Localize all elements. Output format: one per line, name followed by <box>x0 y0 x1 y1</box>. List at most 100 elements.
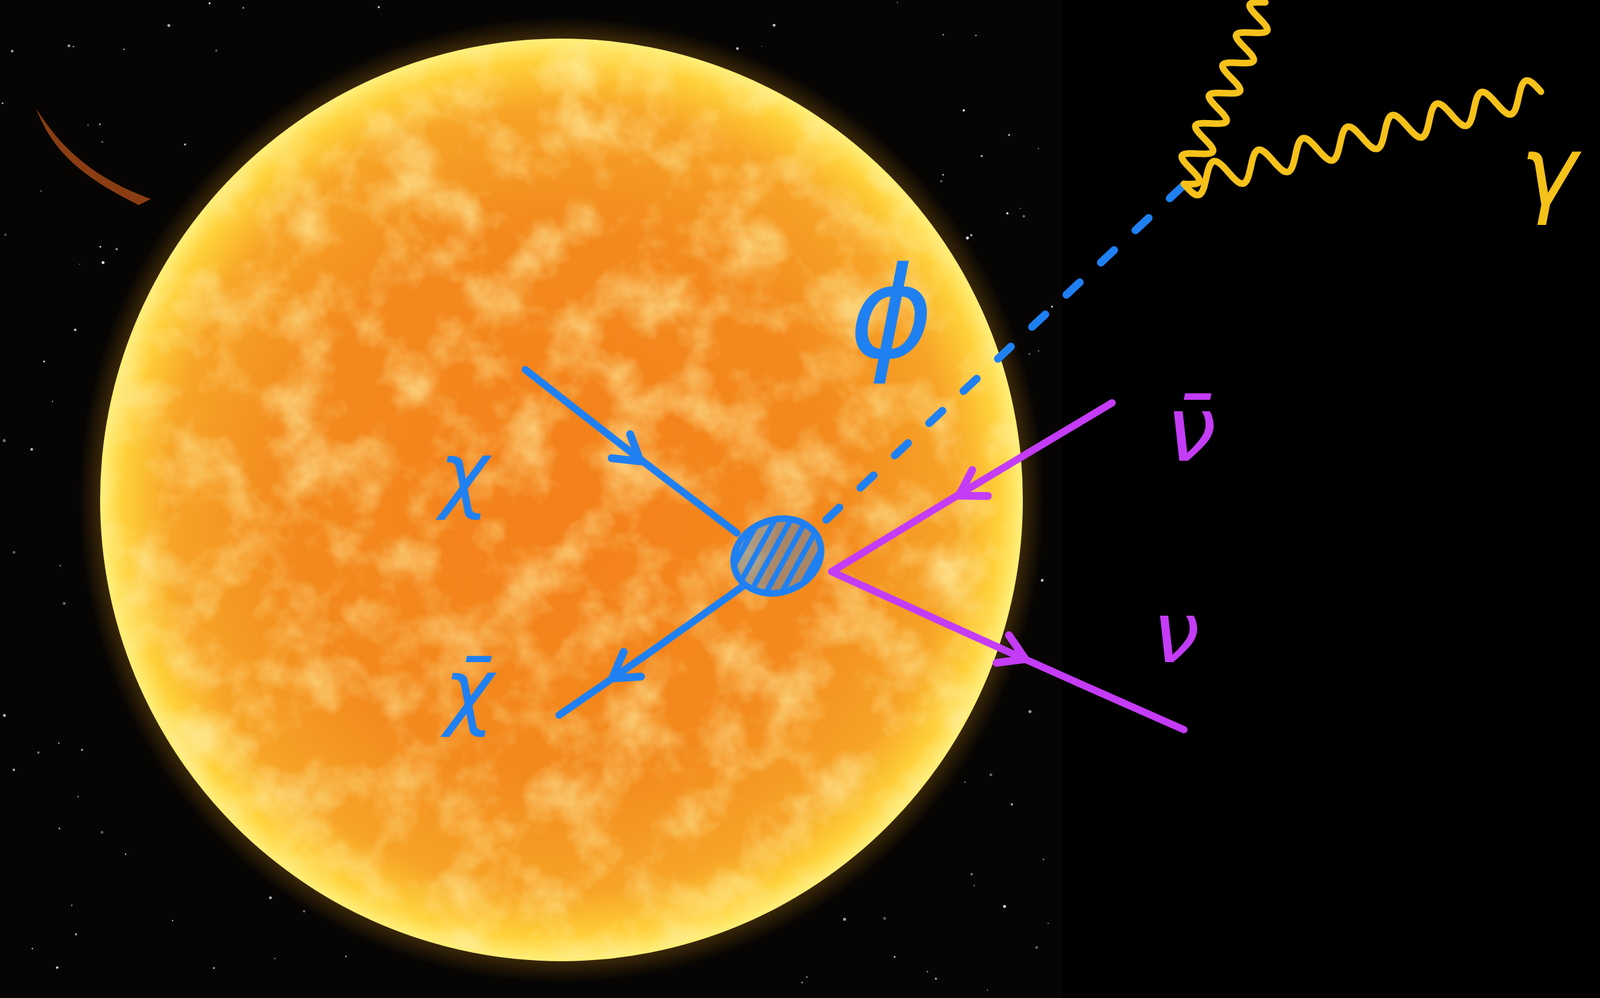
star <box>77 796 80 798</box>
star <box>377 6 380 9</box>
star <box>183 143 187 146</box>
star <box>80 749 83 751</box>
particle-label: χ̄ <box>444 648 495 733</box>
star <box>1047 922 1049 924</box>
star <box>1028 710 1032 714</box>
sun-disk <box>100 38 1023 962</box>
star <box>882 917 886 921</box>
hatch-line <box>803 500 865 610</box>
star <box>74 932 78 936</box>
star <box>975 34 978 37</box>
star <box>3 714 7 718</box>
star <box>1019 208 1022 210</box>
star <box>57 742 60 744</box>
star <box>800 981 803 984</box>
star <box>963 781 966 784</box>
star <box>1037 350 1040 352</box>
hatch-line <box>662 500 724 610</box>
star <box>208 2 211 5</box>
particle-label: χ <box>439 431 490 516</box>
vertex-blob-outline <box>723 506 832 605</box>
star <box>843 917 847 921</box>
star <box>942 173 944 176</box>
star <box>62 601 66 605</box>
star <box>67 44 71 48</box>
star <box>51 401 54 403</box>
star <box>1002 905 1006 909</box>
star <box>99 246 102 248</box>
star <box>1010 803 1014 806</box>
star <box>273 957 276 959</box>
star <box>1042 858 1045 861</box>
star <box>942 33 945 36</box>
neutrino-line <box>831 402 1113 572</box>
star <box>30 448 33 451</box>
star <box>3 439 7 443</box>
star <box>896 1 899 4</box>
arrow-mark <box>996 635 1026 663</box>
particle-label: ν̄ <box>1165 384 1217 475</box>
star <box>1037 147 1040 150</box>
star <box>1022 214 1025 218</box>
star <box>893 955 896 958</box>
star <box>71 904 73 906</box>
star <box>1005 212 1009 215</box>
star <box>1007 133 1011 137</box>
hatch-line <box>678 500 739 610</box>
star <box>215 49 218 52</box>
star <box>772 23 776 27</box>
arrow-mark <box>958 469 988 496</box>
fermion-line <box>559 586 744 716</box>
fermion-line <box>525 369 737 534</box>
star <box>989 773 993 777</box>
star <box>736 47 739 50</box>
star <box>72 45 75 48</box>
solar-prominence <box>36 108 151 206</box>
star <box>940 180 943 183</box>
arrow-mark <box>612 651 642 679</box>
star <box>761 45 763 48</box>
sun-glow <box>79 17 1044 983</box>
star <box>970 233 973 237</box>
star <box>973 884 976 887</box>
star <box>4 233 7 236</box>
star <box>98 123 101 126</box>
star <box>87 124 90 127</box>
star <box>31 948 33 950</box>
photon-line <box>1183 80 1541 195</box>
star <box>962 109 965 112</box>
star <box>42 360 46 364</box>
star <box>101 141 104 144</box>
feynman-diagram <box>525 2 1541 730</box>
star <box>302 910 306 913</box>
star <box>167 24 171 28</box>
star <box>115 247 118 251</box>
star-field <box>1 1 1053 991</box>
star <box>242 6 245 9</box>
particle-label: ν <box>1152 591 1200 676</box>
star <box>805 976 808 979</box>
star <box>268 896 272 900</box>
star <box>12 768 16 772</box>
particle-label: γ <box>1520 123 1578 221</box>
star <box>10 49 14 52</box>
star <box>123 48 125 51</box>
star <box>58 827 61 830</box>
neutrino-line <box>831 571 1184 730</box>
star <box>986 989 988 991</box>
star <box>59 565 61 567</box>
star <box>40 190 42 192</box>
star <box>212 967 215 970</box>
star <box>926 970 929 973</box>
star <box>1040 578 1044 582</box>
arrow-mark <box>611 434 641 462</box>
star <box>74 328 77 332</box>
photo-backdrop <box>0 0 1062 998</box>
star <box>980 154 984 158</box>
star <box>934 977 937 980</box>
star <box>56 966 59 969</box>
star <box>1028 352 1031 356</box>
hatch-line <box>694 500 755 610</box>
star <box>124 853 127 855</box>
